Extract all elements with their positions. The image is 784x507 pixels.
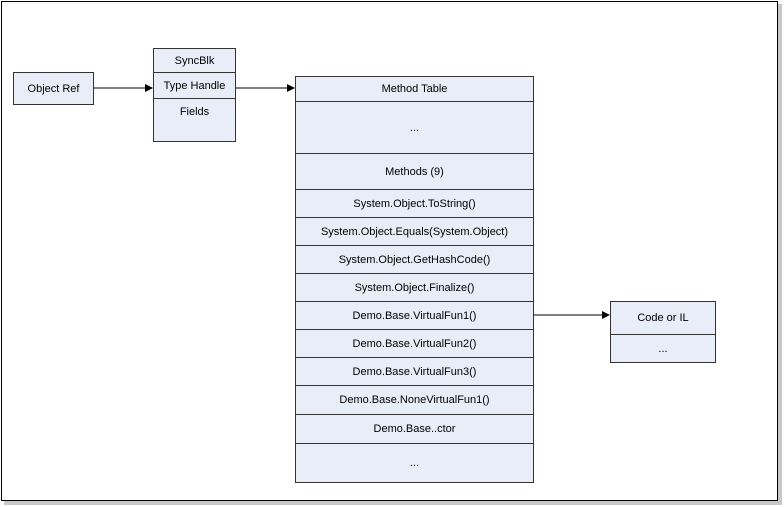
method-row: Demo.Base.NoneVirtualFun1()	[296, 386, 533, 415]
method-row: System.Object.GetHashCode()	[296, 246, 533, 274]
method-label: System.Object.Finalize()	[354, 281, 475, 294]
method-row: System.Object.Finalize()	[296, 274, 533, 302]
methods-count-cell: Methods (9)	[296, 154, 533, 190]
code-box: Code or IL ...	[610, 301, 716, 363]
method-label: Demo.Base.VirtualFun3()	[352, 365, 477, 378]
syncblk-cell: SyncBlk	[154, 49, 235, 73]
method-row: System.Object.ToString()	[296, 190, 533, 218]
code-header-cell: Code or IL	[611, 302, 715, 335]
method-table-ellipsis-cell: ...	[296, 102, 533, 154]
type-handle-cell: Type Handle	[154, 73, 235, 99]
method-label: System.Object.Equals(System.Object)	[320, 225, 509, 238]
code-label: Code or IL	[637, 312, 689, 324]
method-label: Demo.Base.VirtualFun2()	[352, 337, 477, 350]
methods-count-label: Methods (9)	[385, 165, 444, 178]
object-ref-label: Object Ref	[27, 82, 80, 95]
method-table-tail-ellipsis: ...	[409, 457, 420, 469]
frame-shadow-bottom	[4, 501, 782, 505]
method-table-title: Method Table	[381, 83, 448, 95]
method-label: System.Object.GetHashCode()	[338, 253, 491, 266]
method-label: System.Object.ToString()	[353, 197, 476, 210]
object-layout-box: SyncBlk Type Handle Fields	[153, 48, 236, 142]
code-ellipsis: ...	[658, 342, 668, 355]
method-row: Demo.Base..ctor	[296, 415, 533, 444]
fields-label: Fields	[179, 106, 210, 118]
method-table-tail-cell: ...	[296, 444, 533, 482]
frame-shadow-right	[778, 4, 782, 504]
method-table-ellipsis: ...	[409, 121, 420, 134]
method-label: Demo.Base.NoneVirtualFun1()	[339, 394, 490, 406]
code-ellipsis-cell: ...	[611, 335, 715, 362]
method-row-virtualfun1: Demo.Base.VirtualFun1()	[296, 302, 533, 330]
method-label: Demo.Base.VirtualFun1()	[352, 309, 477, 322]
fields-cell: Fields	[154, 99, 235, 125]
type-handle-label: Type Handle	[163, 79, 226, 92]
method-table-box: Method Table ... Methods (9) System.Obje…	[295, 76, 534, 483]
method-row: System.Object.Equals(System.Object)	[296, 218, 533, 246]
object-ref-box: Object Ref	[13, 72, 94, 105]
method-label: Demo.Base..ctor	[373, 423, 456, 435]
method-row: Demo.Base.VirtualFun3()	[296, 358, 533, 386]
method-table-header-cell: Method Table	[296, 77, 533, 102]
syncblk-label: SyncBlk	[174, 54, 215, 67]
method-row: Demo.Base.VirtualFun2()	[296, 330, 533, 358]
